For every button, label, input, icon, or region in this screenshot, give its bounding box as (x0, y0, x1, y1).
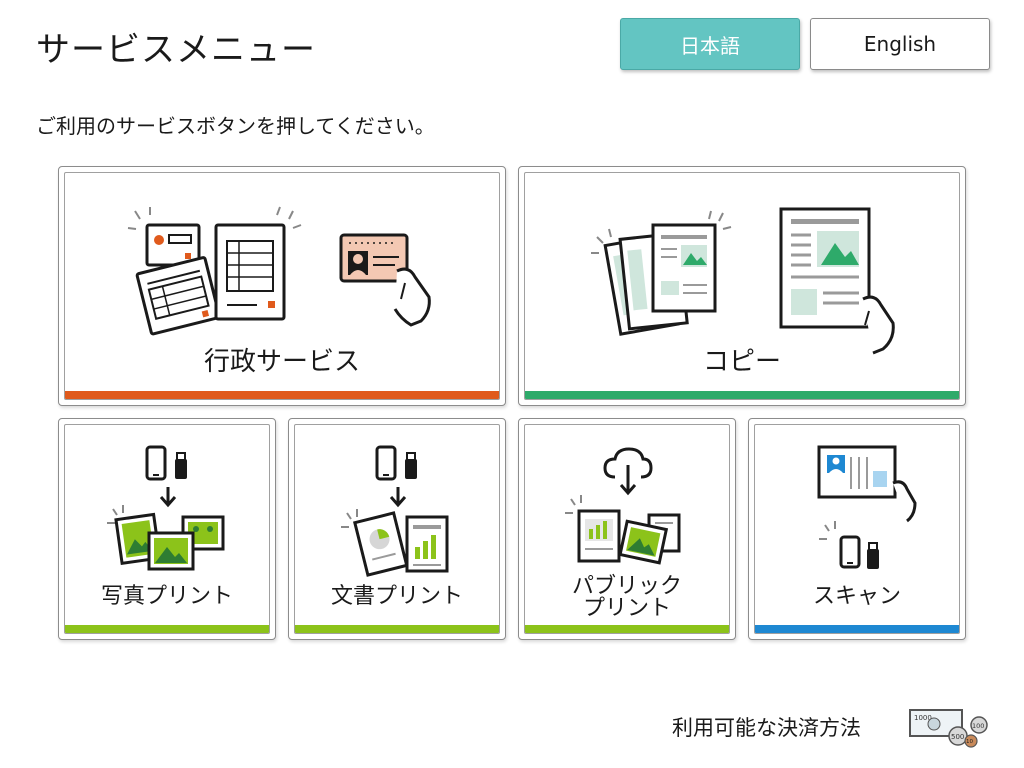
public-print-button[interactable]: パブリック プリント (518, 418, 736, 640)
card-color-bar (65, 391, 499, 399)
card-inner: パブリック プリント (524, 424, 730, 634)
card-inner: コピー (524, 172, 960, 400)
card-label: コピー (702, 347, 781, 377)
cash-icon[interactable]: 1000 500 100 10 (908, 708, 990, 748)
cloud-download-icon (565, 447, 681, 565)
card-inner: 文書プリント (294, 424, 500, 634)
card-inner: 行政サービス (64, 172, 500, 400)
card-inner: 写真プリント (64, 424, 270, 634)
card-label: 行政サービス (203, 347, 360, 377)
card-color-bar (65, 625, 269, 633)
card-label: スキャン (812, 584, 901, 609)
documents-icon (127, 206, 431, 336)
scanner-icon (817, 445, 917, 569)
phone-usb-icon (145, 445, 187, 481)
copy-service-button[interactable]: コピー (518, 166, 966, 406)
coin-500-text: 500 (951, 733, 964, 741)
payment-methods-link[interactable]: 利用可能な決済方法 (672, 716, 861, 740)
card-label: 写真プリント (100, 584, 233, 609)
card-color-bar (525, 391, 959, 399)
coin-100-text: 100 (972, 722, 984, 730)
coin-10-text: 10 (966, 739, 973, 745)
phone-usb-icon (839, 535, 879, 569)
card-label-line-2: プリント (582, 596, 671, 621)
card-color-bar (295, 625, 499, 633)
language-english-button[interactable]: English (810, 18, 990, 70)
language-japanese-button[interactable]: 日本語 (620, 18, 800, 70)
id-card-hand-icon (339, 233, 431, 327)
administrative-service-button[interactable]: 行政サービス (58, 166, 506, 406)
document-print-button[interactable]: 文書プリント (288, 418, 506, 640)
card-color-bar (525, 625, 729, 633)
document-chart-icon (341, 445, 449, 577)
card-label: 文書プリント (330, 584, 463, 609)
card-inner: スキャン (754, 424, 960, 634)
card-color-bar (755, 625, 959, 633)
card-label-line-1: パブリック (571, 574, 682, 599)
copy-document-icon (591, 207, 895, 355)
page-title: サービスメニュー (36, 30, 316, 70)
instruction-text: ご利用のサービスボタンを押してください。 (36, 114, 435, 138)
bill-value-text: 1000 (914, 714, 932, 722)
photo-print-button[interactable]: 写真プリント (58, 418, 276, 640)
photos-icon (107, 445, 225, 571)
phone-usb-icon (375, 445, 417, 481)
scan-button[interactable]: スキャン (748, 418, 966, 640)
